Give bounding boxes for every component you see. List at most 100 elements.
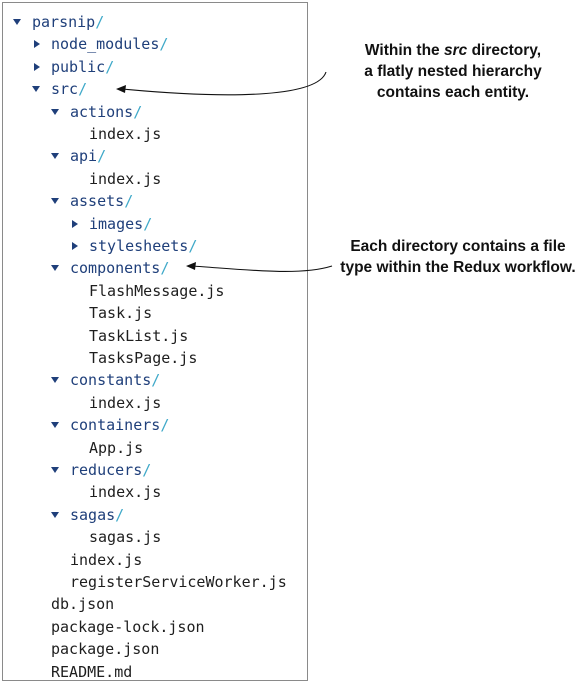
file-item[interactable]: registerServiceWorker.js [70,571,287,593]
folder-item[interactable]: reducers/ [70,459,151,481]
file-name: index.js [89,393,162,412]
folder-name: containers [70,416,161,435]
folder-item[interactable]: assets/ [70,190,133,212]
file-item[interactable]: package.json [51,638,159,660]
file-name: index.js [89,125,162,143]
chevron-down-icon[interactable] [13,19,21,25]
folder-slash: / [95,13,105,31]
folder-name: node_modules [51,35,160,54]
file-item[interactable]: Task.js [89,302,152,324]
callout-redux-workflow: Each directory contains a file type with… [334,236,582,278]
file-name: TasksPage.js [89,349,198,367]
folder-slash: / [159,35,169,54]
folder-slash: / [188,237,198,255]
folder-item[interactable]: containers/ [70,414,169,436]
folder-slash: / [143,214,153,233]
chevron-down-icon[interactable] [51,198,59,205]
file-item[interactable]: index.js [70,549,142,571]
folder-item[interactable]: components/ [70,257,169,279]
folder-name: src [51,80,79,99]
chevron-down-icon[interactable] [32,86,40,93]
file-name: index.js [89,169,162,188]
folder-name: constants [70,371,152,390]
folder-item[interactable]: node_modules/ [51,33,168,55]
file-item[interactable]: index.js [89,123,161,145]
folder-item[interactable]: src/ [51,78,87,100]
chevron-right-icon[interactable] [72,242,78,250]
folder-slash: / [160,416,170,435]
callout-redux-line2: type within the Redux workflow. [340,259,576,276]
folder-slash: / [142,461,152,479]
arrow-to-components [191,265,333,273]
file-item[interactable]: package-lock.json [51,616,205,638]
chevron-right-icon[interactable] [72,219,78,228]
folder-slash: / [78,80,88,99]
chevron-down-icon[interactable] [51,422,59,429]
folder-name: images [89,214,144,233]
file-name: index.js [89,483,162,502]
folder-name: sagas [70,505,116,524]
file-name: package-lock.json [51,617,205,636]
folder-name: actions [70,102,134,121]
file-item[interactable]: TaskList.js [89,325,188,347]
chevron-down-icon[interactable] [51,467,59,473]
folder-item[interactable]: public/ [51,56,114,78]
folder-name: components [70,259,161,278]
file-item[interactable]: App.js [89,437,143,459]
callout-src-line1: Within the src directory, [364,42,542,59]
arrowhead-src [116,85,126,93]
folder-name: public [51,57,106,76]
folder-slash: / [151,371,161,390]
chevron-down-icon[interactable] [51,265,59,272]
file-item[interactable]: db.json [51,593,114,615]
folder-item[interactable]: sagas/ [70,504,124,526]
file-name: index.js [70,550,143,569]
folder-slash: / [97,147,107,166]
file-name: db.json [51,595,115,614]
folder-slash: / [115,505,125,524]
file-name: FlashMessage.js [89,281,225,300]
folder-slash: / [133,102,143,121]
file-name: Task.js [89,304,153,323]
arrow-to-src [121,71,327,96]
file-item[interactable]: FlashMessage.js [89,280,224,302]
chevron-right-icon[interactable] [34,40,40,49]
folder-item[interactable]: images/ [89,213,152,235]
arrowhead-components [186,262,196,270]
file-name: sagas.js [89,528,162,547]
folder-item[interactable]: api/ [70,145,106,167]
file-name: README.md [51,662,133,681]
folder-slash: / [124,192,134,211]
folder-slash: / [160,259,170,278]
file-name: registerServiceWorker.js [70,573,287,591]
folder-name: api [70,147,98,166]
folder-name: stylesheets [89,237,189,255]
folder-name: parsnip [32,13,96,31]
callout-src-line2: a flatly nested hierarchy [364,63,542,80]
folder-name: assets [70,192,125,211]
file-name: App.js [89,438,144,457]
file-name: package.json [51,640,160,659]
folder-item[interactable]: parsnip/ [32,11,104,33]
file-item[interactable]: sagas.js [89,526,161,548]
chevron-down-icon[interactable] [51,377,59,384]
chevron-right-icon[interactable] [34,62,40,71]
file-item[interactable]: index.js [89,392,161,414]
folder-name: reducers [70,461,143,479]
folder-item[interactable]: stylesheets/ [89,235,197,257]
file-item[interactable]: index.js [89,481,161,503]
folder-item[interactable]: constants/ [70,369,160,391]
chevron-down-icon[interactable] [51,511,59,518]
chevron-down-icon[interactable] [51,153,59,160]
callout-src-line3: contains each entity. [376,84,530,101]
folder-slash: / [105,57,115,76]
callout-src-directory: Within the src directory, a flatly neste… [328,40,578,103]
file-item[interactable]: TasksPage.js [89,347,197,369]
folder-item[interactable]: actions/ [70,101,142,123]
file-item[interactable]: README.md [51,661,132,683]
file-name: TaskList.js [89,326,189,345]
chevron-down-icon[interactable] [51,108,59,115]
file-tree-panel: parsnip/node_modules/public/src/actions/… [2,2,308,681]
file-item[interactable]: index.js [89,168,161,190]
